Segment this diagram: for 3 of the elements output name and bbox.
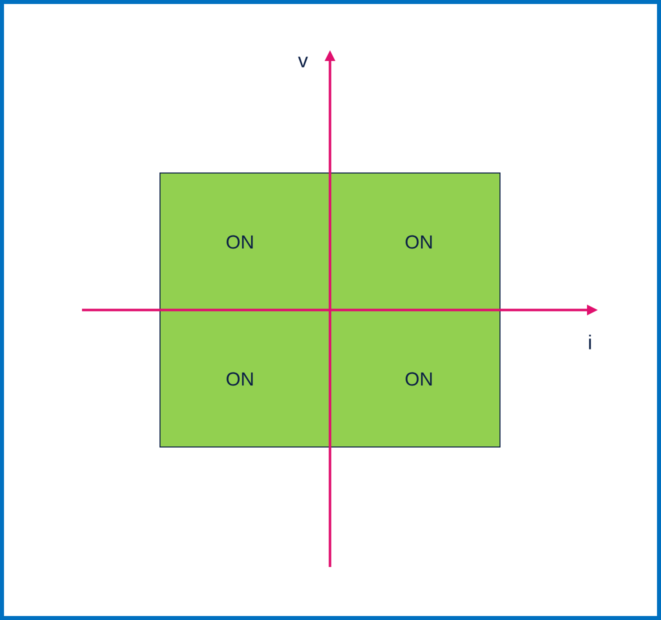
quadrant-box: ON ON ON ON [160,172,500,448]
axis-label: v [298,56,308,68]
axis-label: i [589,334,591,350]
